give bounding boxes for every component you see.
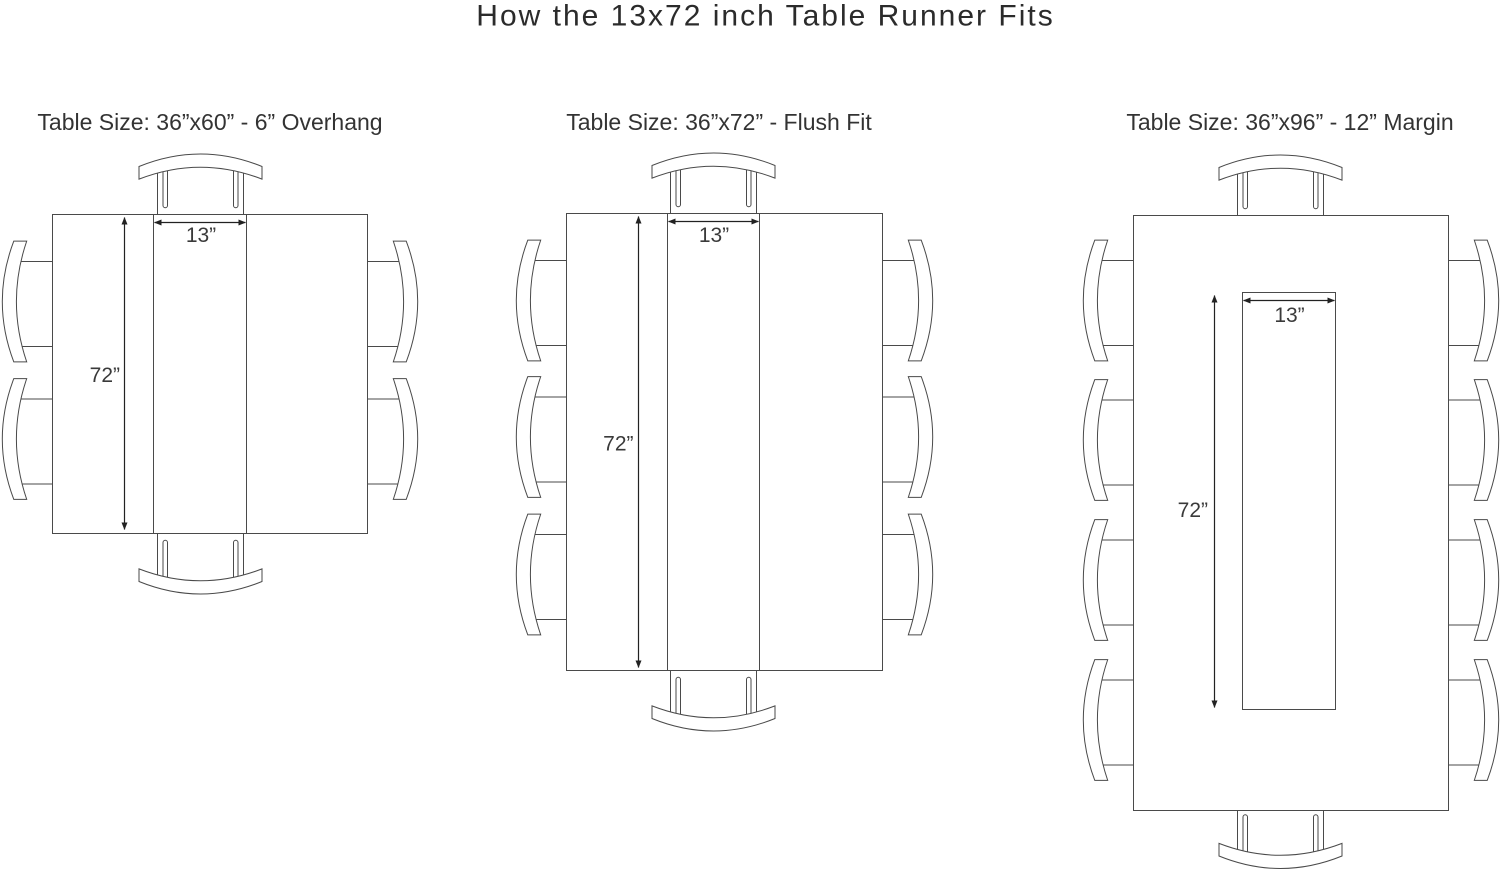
svg-text:13”: 13” [1274,304,1304,327]
svg-text:72”: 72” [1178,499,1208,522]
svg-text:Table Size: 36”x96” - 12” Marg: Table Size: 36”x96” - 12” Margin [1126,109,1453,135]
svg-text:13”: 13” [186,224,216,247]
svg-text:72”: 72” [90,364,120,387]
svg-text:72”: 72” [603,433,633,456]
svg-text:Table Size: 36”x60” - 6” Overh: Table Size: 36”x60” - 6” Overhang [37,109,382,135]
svg-text:13”: 13” [699,224,729,247]
svg-text:How the 13x72 inch Table Runne: How the 13x72 inch Table Runner Fits [476,0,1054,33]
svg-text:Table Size: 36”x72” - Flush Fi: Table Size: 36”x72” - Flush Fit [566,109,872,135]
